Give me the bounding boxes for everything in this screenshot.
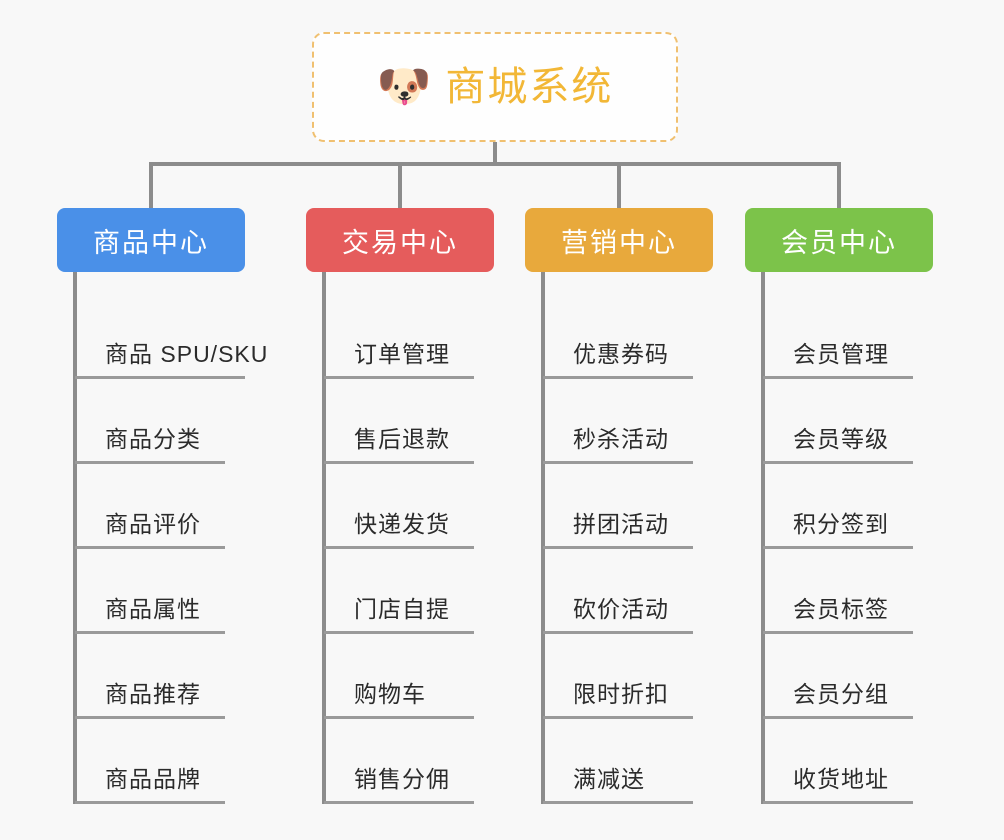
leaf-item[interactable]: 积分签到	[763, 464, 933, 549]
leaf-label: 会员管理	[793, 341, 889, 367]
leaf-item[interactable]: 商品评价	[75, 464, 245, 549]
leaf-item[interactable]: 会员分组	[763, 634, 933, 719]
leaf-item[interactable]: 会员标签	[763, 549, 933, 634]
root-node[interactable]: 🐶 商城系统	[312, 32, 678, 142]
leaf-item[interactable]: 商品推荐	[75, 634, 245, 719]
leaf-item[interactable]: 砍价活动	[543, 549, 713, 634]
category-label: 商品中心	[93, 227, 209, 258]
leaf-underline: 会员等级	[763, 420, 913, 464]
category-label: 营销中心	[561, 227, 677, 258]
leaf-label: 商品推荐	[105, 681, 201, 707]
category-label: 会员中心	[781, 227, 897, 258]
leaf-list: 会员管理会员等级积分签到会员标签会员分组收货地址	[761, 272, 933, 804]
leaf-label: 快递发货	[354, 511, 450, 537]
leaf-item[interactable]: 商品属性	[75, 549, 245, 634]
leaf-underline: 门店自提	[324, 590, 474, 634]
page-title: 商城系统	[445, 65, 614, 109]
leaf-label: 会员标签	[793, 596, 889, 622]
category-box-2[interactable]: 交易中心	[306, 208, 494, 272]
branch-drop-line-3	[617, 162, 621, 208]
leaf-underline: 会员管理	[763, 335, 913, 379]
leaf-underline: 商品 SPU/SKU	[75, 335, 267, 379]
leaf-underline: 会员分组	[763, 675, 913, 719]
leaf-item[interactable]: 秒杀活动	[543, 379, 713, 464]
leaf-list: 订单管理售后退款快递发货门店自提购物车销售分佣	[322, 272, 494, 804]
leaf-underline: 商品分类	[75, 420, 225, 464]
leaf-underline: 商品属性	[75, 590, 225, 634]
category-label: 交易中心	[342, 227, 458, 258]
leaf-item[interactable]: 会员等级	[763, 379, 933, 464]
leaf-underline: 满减送	[543, 760, 693, 804]
leaf-item[interactable]: 满减送	[543, 719, 713, 804]
leaf-underline: 秒杀活动	[543, 420, 693, 464]
leaf-item[interactable]: 限时折扣	[543, 634, 713, 719]
leaf-label: 商品评价	[105, 511, 201, 537]
leaf-underline: 商品品牌	[75, 760, 225, 804]
leaf-label: 积分签到	[793, 511, 889, 537]
leaf-label: 砍价活动	[573, 596, 669, 622]
leaf-underline: 快递发货	[324, 505, 474, 549]
leaf-underline: 会员标签	[763, 590, 913, 634]
leaf-label: 会员等级	[793, 426, 889, 452]
leaf-label: 秒杀活动	[573, 426, 669, 452]
leaf-underline: 拼团活动	[543, 505, 693, 549]
leaf-label: 销售分佣	[354, 766, 450, 792]
leaf-item[interactable]: 订单管理	[324, 294, 494, 379]
dog-face-icon: 🐶	[376, 62, 432, 111]
leaf-item[interactable]: 快递发货	[324, 464, 494, 549]
leaf-label: 收货地址	[793, 766, 889, 792]
leaf-list: 优惠券码秒杀活动拼团活动砍价活动限时折扣满减送	[541, 272, 713, 804]
leaf-label: 门店自提	[354, 596, 450, 622]
leaf-underline: 商品推荐	[75, 675, 225, 719]
branch-column-2: 交易中心订单管理售后退款快递发货门店自提购物车销售分佣	[306, 208, 494, 804]
category-box-4[interactable]: 会员中心	[745, 208, 933, 272]
leaf-underline: 订单管理	[324, 335, 474, 379]
leaf-underline: 优惠券码	[543, 335, 693, 379]
leaf-underline: 购物车	[324, 675, 474, 719]
leaf-underline: 售后退款	[324, 420, 474, 464]
leaf-item[interactable]: 商品分类	[75, 379, 245, 464]
leaf-label: 售后退款	[354, 426, 450, 452]
category-box-3[interactable]: 营销中心	[525, 208, 713, 272]
leaf-item[interactable]: 商品品牌	[75, 719, 245, 804]
leaf-underline: 收货地址	[763, 760, 913, 804]
leaf-item[interactable]: 购物车	[324, 634, 494, 719]
leaf-item[interactable]: 会员管理	[763, 294, 933, 379]
leaf-underline: 限时折扣	[543, 675, 693, 719]
leaf-item[interactable]: 商品 SPU/SKU	[75, 294, 267, 379]
category-box-1[interactable]: 商品中心	[57, 208, 245, 272]
leaf-label: 会员分组	[793, 681, 889, 707]
branch-column-1: 商品中心商品 SPU/SKU 商品分类商品评价商品属性商品推荐商品品牌	[57, 208, 267, 804]
root-stem-line	[493, 142, 497, 166]
branch-drop-line-2	[398, 162, 402, 208]
leaf-label: 拼团活动	[573, 511, 669, 537]
leaf-item[interactable]: 销售分佣	[324, 719, 494, 804]
leaf-underline: 销售分佣	[324, 760, 474, 804]
leaf-label: 限时折扣	[573, 681, 669, 707]
leaf-label: 商品 SPU/SKU	[105, 341, 269, 367]
branch-drop-line-1	[149, 162, 153, 208]
leaf-item[interactable]: 拼团活动	[543, 464, 713, 549]
horizontal-bus-line	[149, 162, 841, 166]
leaf-label: 购物车	[354, 681, 426, 707]
leaf-label: 商品属性	[105, 596, 201, 622]
leaf-label: 订单管理	[354, 341, 450, 367]
leaf-label: 商品分类	[105, 426, 201, 452]
leaf-item[interactable]: 收货地址	[763, 719, 933, 804]
leaf-item[interactable]: 门店自提	[324, 549, 494, 634]
leaf-list: 商品 SPU/SKU 商品分类商品评价商品属性商品推荐商品品牌	[73, 272, 267, 804]
leaf-item[interactable]: 优惠券码	[543, 294, 713, 379]
leaf-underline: 商品评价	[75, 505, 225, 549]
leaf-label: 商品品牌	[105, 766, 201, 792]
branch-drop-line-4	[837, 162, 841, 208]
leaf-item[interactable]: 售后退款	[324, 379, 494, 464]
leaf-label: 优惠券码	[573, 341, 669, 367]
leaf-label: 满减送	[573, 766, 645, 792]
branch-column-4: 会员中心会员管理会员等级积分签到会员标签会员分组收货地址	[745, 208, 933, 804]
leaf-underline: 积分签到	[763, 505, 913, 549]
branch-column-3: 营销中心优惠券码秒杀活动拼团活动砍价活动限时折扣满减送	[525, 208, 713, 804]
leaf-underline: 砍价活动	[543, 590, 693, 634]
